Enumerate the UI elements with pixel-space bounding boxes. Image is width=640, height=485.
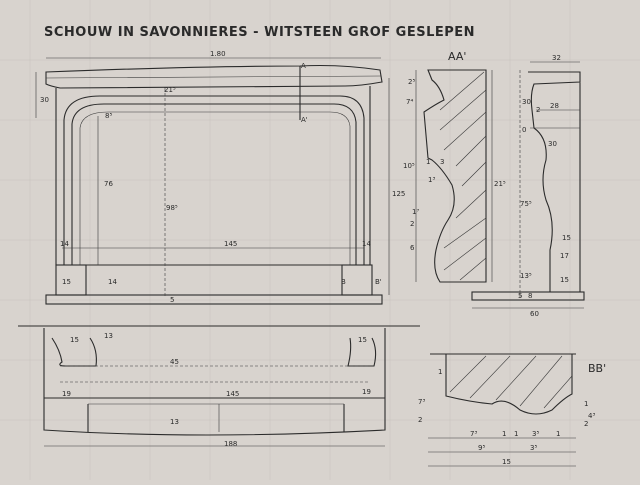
aa-105-label: 10⁵ bbox=[403, 162, 415, 170]
section-mark-a: A bbox=[301, 62, 306, 70]
height-98-label: 98⁵ bbox=[166, 204, 178, 212]
plan-145-label: 145 bbox=[226, 390, 239, 398]
plan-188-label: 188 bbox=[224, 440, 237, 448]
side-17-label: 17 bbox=[560, 252, 569, 260]
bb-b1c-label: 1 bbox=[556, 430, 560, 438]
right-14-label: 14 bbox=[362, 240, 371, 248]
plan-13-label: 13 bbox=[104, 332, 113, 340]
bb-h1-label: 1 bbox=[438, 368, 442, 376]
inner-8-label: 8⁵ bbox=[105, 112, 112, 120]
side-30-label: 30 bbox=[522, 98, 531, 106]
aa-1-label: 1 bbox=[426, 158, 430, 166]
bb-b95-label: 9⁵ bbox=[478, 444, 485, 452]
side-15b-label: 15 bbox=[560, 276, 569, 284]
side-60-label: 60 bbox=[530, 310, 539, 318]
bb-r43-label: 4³ bbox=[588, 412, 595, 420]
bb-r1-label: 1 bbox=[584, 400, 588, 408]
plan-13-center-label: 13 bbox=[170, 418, 179, 426]
plan-19-left-label: 19 bbox=[62, 390, 71, 398]
drawing-title: SCHOUW IN SAVONNIERES - WITSTEEN GROF GE… bbox=[44, 25, 475, 40]
aa-17-label: 1⁷ bbox=[412, 208, 419, 216]
aa-6-label: 6 bbox=[410, 244, 415, 252]
plan-15-right-label: 15 bbox=[358, 336, 367, 344]
aa-2-label: 2 bbox=[410, 220, 414, 228]
top-21-label: 21⁵ bbox=[164, 86, 176, 94]
side-15a-label: 15 bbox=[562, 234, 571, 242]
plan-19-right-label: 19 bbox=[362, 388, 371, 396]
height-30-label: 30 bbox=[40, 96, 49, 104]
aa-13-label: 1³ bbox=[428, 176, 435, 184]
front-elevation: 1.80 30 21⁵ 8⁵ 76 98⁵ 145 125 14 14 15 1… bbox=[35, 50, 405, 305]
bb-h73-label: 7³ bbox=[418, 398, 425, 406]
bb-b35b-label: 3⁵ bbox=[530, 444, 537, 452]
side-view: 32 30 28 2 30 0 75⁵ 15 17 15 13⁵ 5 8 60 bbox=[471, 54, 585, 318]
aa-25-label: 2⁵ bbox=[408, 78, 415, 86]
height-76-label: 76 bbox=[104, 180, 113, 188]
section-aa-title: AA' bbox=[448, 50, 466, 63]
section-mark-a-prime: A' bbox=[301, 116, 308, 124]
base-14-label: 14 bbox=[108, 278, 117, 286]
section-mark-b-prime: B' bbox=[375, 278, 382, 286]
side-28-label: 28 bbox=[550, 102, 559, 110]
plan-45-label: 45 bbox=[170, 358, 179, 366]
aa-215-label: 21⁵ bbox=[494, 180, 506, 188]
bb-b1b-label: 1 bbox=[514, 430, 518, 438]
section-bb: BB' 1 7³ 2 1 4³ 2 7³ 1 1 3⁵ 1 9⁵ 3⁵ 15 bbox=[418, 353, 606, 467]
aa-74-label: 7⁴ bbox=[406, 98, 413, 106]
bb-b15-label: 15 bbox=[502, 458, 511, 466]
bottom-5-label: 5 bbox=[170, 296, 174, 304]
bb-b73-label: 7³ bbox=[470, 430, 477, 438]
side-8-label: 8 bbox=[528, 292, 532, 300]
width-180-label: 1.80 bbox=[210, 50, 226, 58]
width-145-label: 145 bbox=[224, 240, 237, 248]
side-135-label: 13⁵ bbox=[520, 272, 532, 280]
bb-b35a-label: 3⁵ bbox=[532, 430, 539, 438]
left-14-label: 14 bbox=[60, 240, 69, 248]
side-5-label: 5 bbox=[518, 292, 522, 300]
plan-15-label: 15 bbox=[70, 336, 79, 344]
side-32-label: 32 bbox=[552, 54, 561, 62]
plan-view: 15 13 45 19 145 19 13 188 15 bbox=[18, 325, 420, 448]
side-zero-label: 0 bbox=[522, 126, 526, 134]
side-2-label: 2 bbox=[536, 106, 540, 114]
bb-r2-label: 2 bbox=[584, 420, 588, 428]
aa-3-label: 3 bbox=[440, 158, 444, 166]
base-15-label: 15 bbox=[62, 278, 71, 286]
section-mark-b: B bbox=[341, 278, 346, 286]
bb-b1a-label: 1 bbox=[502, 430, 506, 438]
height-125-label: 125 bbox=[392, 190, 405, 198]
side-30b-label: 30 bbox=[548, 140, 557, 148]
bb-h2-label: 2 bbox=[418, 416, 422, 424]
section-bb-title: BB' bbox=[588, 362, 606, 375]
section-aa: AA' 2⁵ 7⁴ 10⁵ 3 1³ 1 1⁷ 2 6 21⁵ bbox=[403, 50, 506, 283]
side-75-label: 75⁵ bbox=[520, 200, 532, 208]
